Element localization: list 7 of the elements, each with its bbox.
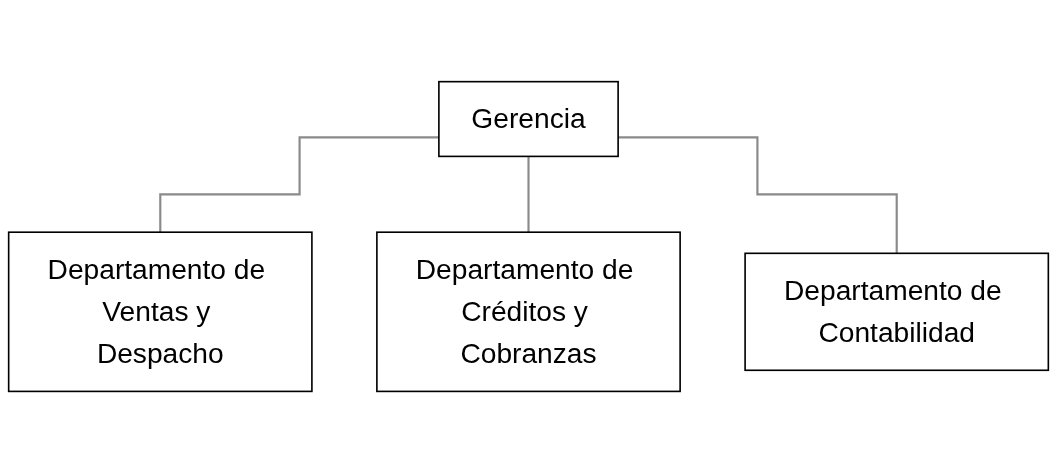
node-box: Gerencia <box>438 80 619 158</box>
node-box: Departamento de Contabilidad <box>744 252 1050 372</box>
connector <box>618 136 898 255</box>
connector <box>159 136 439 234</box>
node-box: Departamento de Créditos y Cobranzas <box>376 231 681 393</box>
connector <box>527 155 530 234</box>
node-box: Departamento de Ventas y Despacho <box>7 231 313 393</box>
